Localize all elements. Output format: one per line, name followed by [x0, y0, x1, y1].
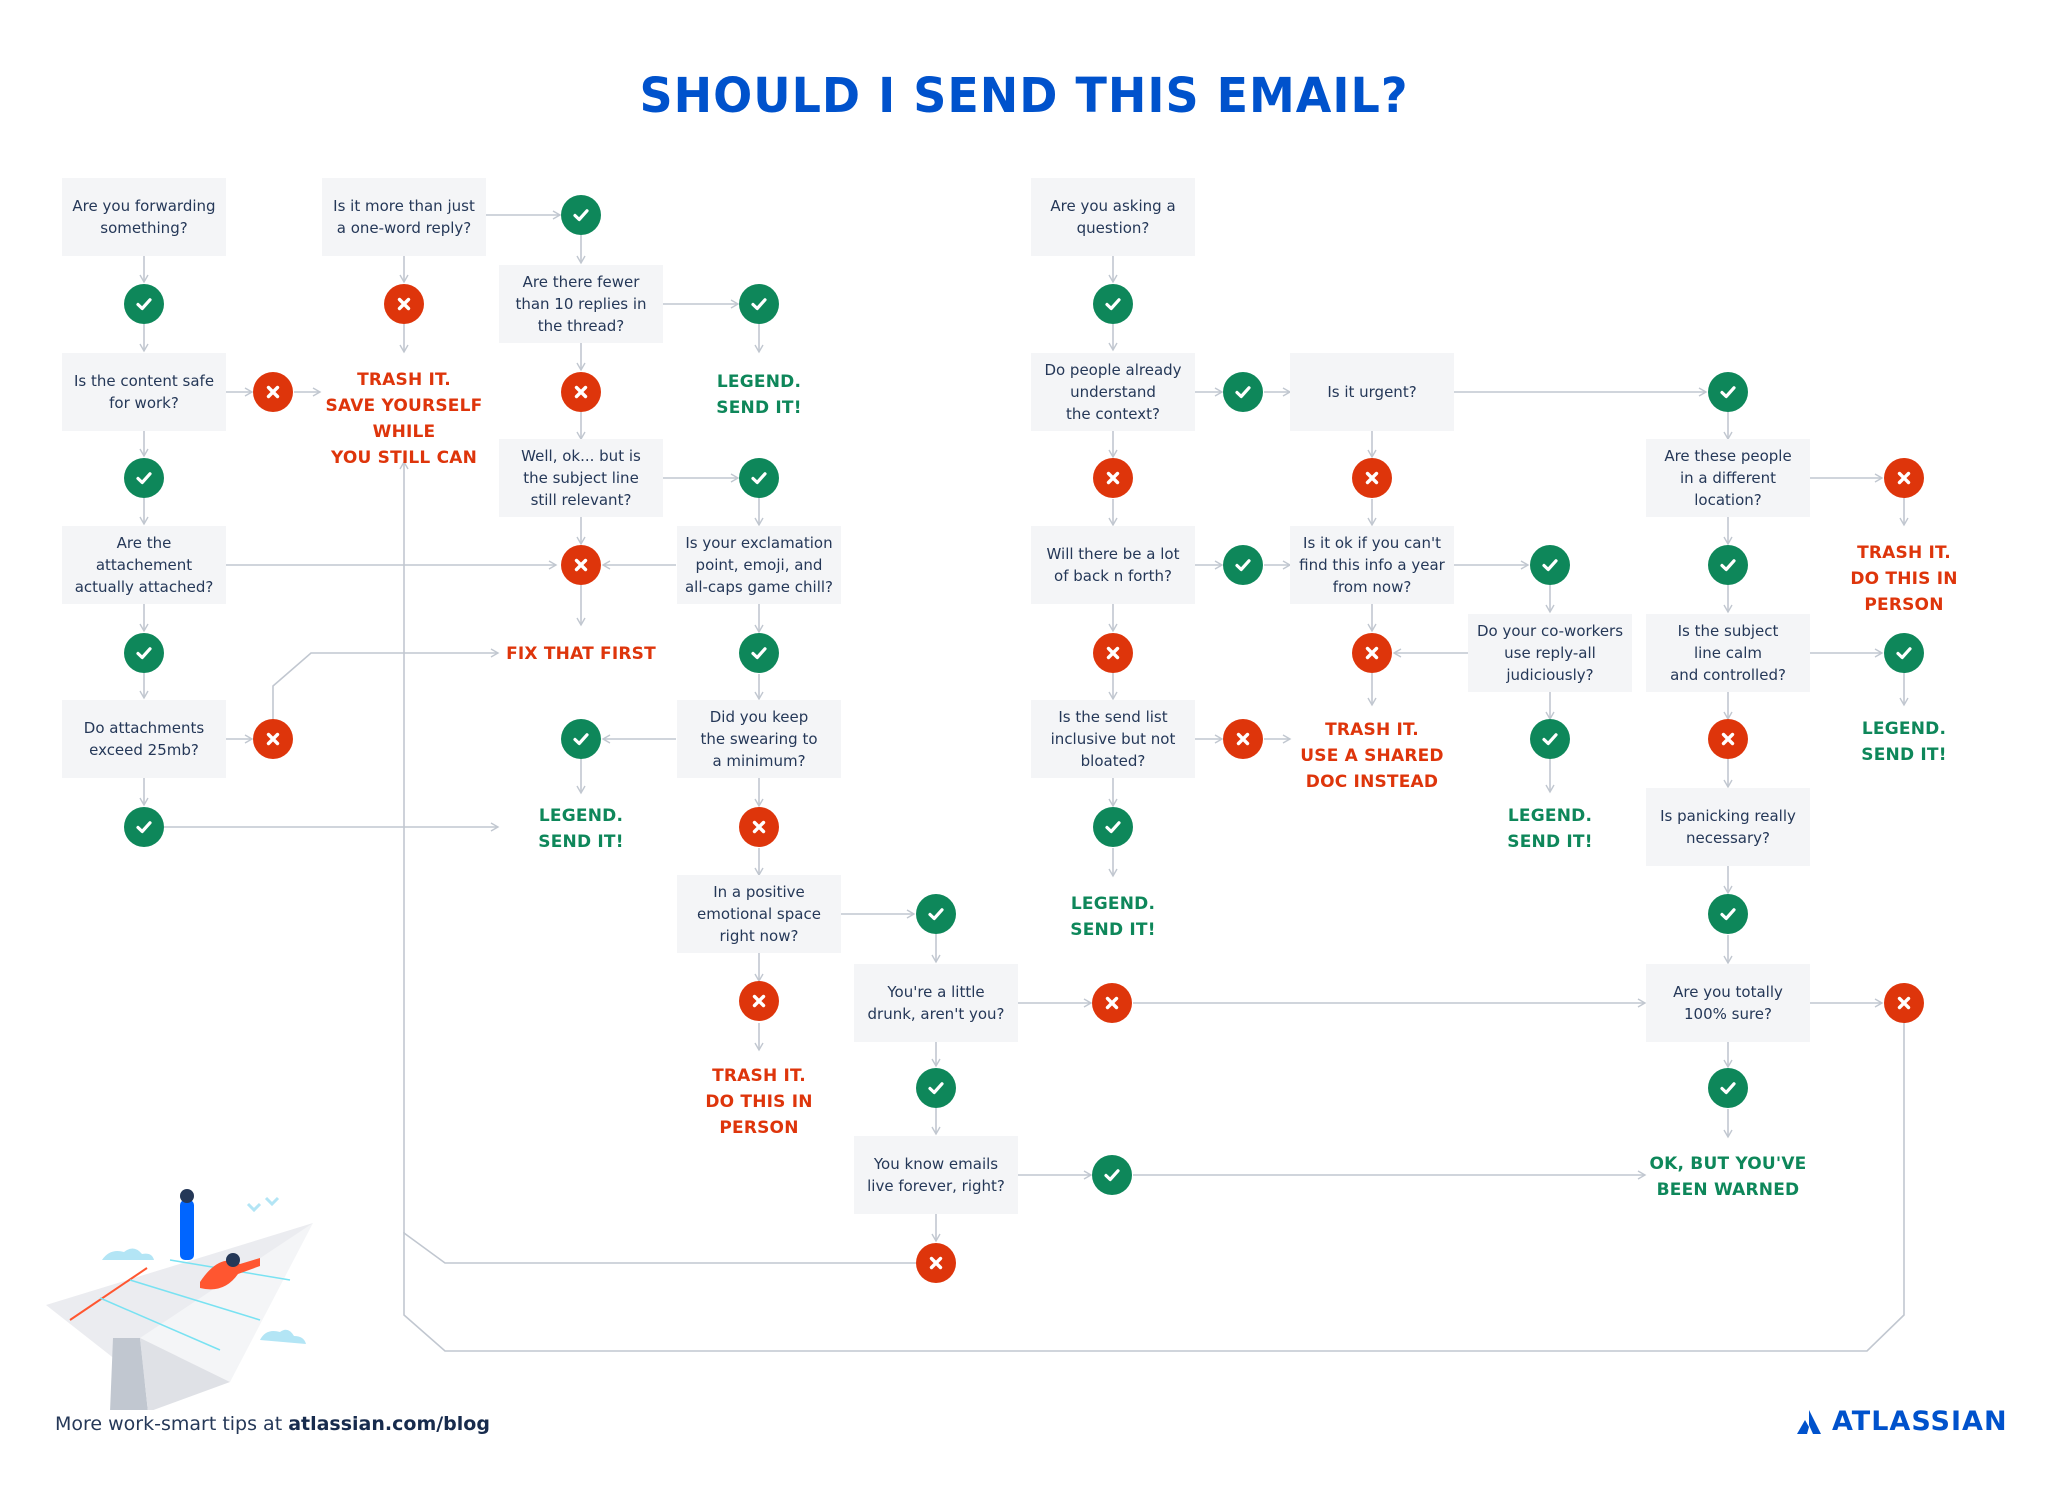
check-icon — [1708, 372, 1748, 412]
outcome-legend-send-it: LEGEND. SEND IT! — [1070, 894, 1156, 940]
atlassian-logo: ATLASSIAN — [1796, 1406, 2008, 1437]
check-icon — [739, 284, 779, 324]
question-safe-for-work: Is the content safe for work? — [62, 353, 226, 431]
x-icon — [253, 719, 293, 759]
question-attachments-25mb: Do attachments exceed 25mb? — [62, 700, 226, 778]
footer-tip: More work-smart tips at atlassian.com/bl… — [55, 1413, 490, 1435]
question-subject-relevant: Well, ok... but is the subject line stil… — [499, 439, 663, 517]
check-icon — [1708, 894, 1748, 934]
check-icon — [1884, 633, 1924, 673]
paper-plane-illustration — [46, 1189, 313, 1410]
check-icon — [1223, 545, 1263, 585]
atlassian-mark-icon — [1797, 1409, 1821, 1434]
logo-text: ATLASSIAN — [1832, 1406, 2008, 1437]
question-positive-space: In a positive emotional space right now? — [677, 875, 841, 953]
question-different-location: Are these people in a different location… — [1646, 439, 1810, 517]
x-icon — [561, 545, 601, 585]
outcome-legend-send-it: LEGEND. SEND IT! — [1507, 806, 1593, 852]
check-icon — [561, 719, 601, 759]
x-icon — [1352, 458, 1392, 498]
question-back-n-forth: Will there be a lot of back n forth? — [1031, 526, 1195, 604]
check-icon — [1530, 545, 1570, 585]
question-subject-calm: Is the subject line calm and controlled? — [1646, 614, 1810, 692]
check-icon — [124, 284, 164, 324]
check-icon — [739, 458, 779, 498]
outcome-legend-send-it: LEGEND. SEND IT! — [538, 806, 624, 852]
check-icon — [124, 633, 164, 673]
question-exclamation-chill: Is your exclamation point, emoji, and al… — [677, 526, 841, 604]
x-icon — [739, 981, 779, 1021]
check-icon — [1708, 545, 1748, 585]
check-icon — [916, 894, 956, 934]
x-icon — [1708, 719, 1748, 759]
x-icon — [739, 807, 779, 847]
page-title: SHOULD I SEND THIS EMAIL? — [639, 66, 1409, 124]
footer-link[interactable]: atlassian.com/blog — [288, 1413, 490, 1435]
outcome-trash-do-in-person: TRASH IT. DO THIS IN PERSON — [705, 1066, 813, 1138]
x-icon — [1884, 458, 1924, 498]
check-icon — [124, 807, 164, 847]
x-icon — [561, 372, 601, 412]
check-icon — [1708, 1068, 1748, 1108]
question-swearing-minimum: Did you keep the swearing to a minimum? — [677, 700, 841, 778]
question-reply-all: Do your co-workers use reply-all judicio… — [1468, 614, 1632, 692]
question-send-list: Is the send list inclusive but not bloat… — [1031, 700, 1195, 778]
check-icon — [1093, 284, 1133, 324]
x-icon — [1352, 633, 1392, 673]
x-icon — [1884, 983, 1924, 1023]
question-forwarding: Are you forwarding something? — [62, 178, 226, 256]
outcome-trash-do-in-person: TRASH IT. DO THIS IN PERSON — [1850, 543, 1958, 615]
outcome-fix-that-first: FIX THAT FIRST — [506, 644, 656, 664]
check-icon — [1092, 1155, 1132, 1195]
outcome-been-warned: OK, BUT YOU'VE BEEN WARNED — [1649, 1154, 1807, 1200]
x-icon — [1223, 719, 1263, 759]
question-fewer-than-10-replies: Are there fewer than 10 replies in the t… — [499, 265, 663, 343]
question-little-drunk: You're a little drunk, aren't you? — [854, 964, 1018, 1042]
question-asking-question: Are you asking a question? — [1031, 178, 1195, 256]
question-totally-sure: Are you totally 100% sure? — [1646, 964, 1810, 1042]
outcome-legend-send-it: LEGEND. SEND IT! — [1861, 719, 1947, 765]
question-panicking: Is panicking really necessary? — [1646, 788, 1810, 866]
question-emails-live-forever: You know emails live forever, right? — [854, 1136, 1018, 1214]
x-icon — [1093, 458, 1133, 498]
x-icon — [384, 284, 424, 324]
question-attachment-attached: Are the attachement actually attached? — [62, 526, 226, 604]
question-understand-context: Do people already understand the context… — [1031, 353, 1195, 431]
check-icon — [739, 633, 779, 673]
check-icon — [561, 195, 601, 235]
question-urgent: Is it urgent? — [1290, 353, 1454, 431]
check-icon — [1223, 372, 1263, 412]
footer-prefix: More work-smart tips at — [55, 1413, 289, 1435]
check-icon — [1530, 719, 1570, 759]
check-icon — [916, 1068, 956, 1108]
outcome-trash-shared-doc: TRASH IT. USE A SHARED DOC INSTEAD — [1300, 720, 1444, 792]
x-icon — [916, 1243, 956, 1283]
check-icon — [1093, 807, 1133, 847]
question-one-word-reply: Is it more than just a one-word reply? — [322, 178, 486, 256]
outcome-legend-send-it: LEGEND. SEND IT! — [716, 372, 802, 418]
check-icon — [124, 458, 164, 498]
question-find-info-year: Is it ok if you can't find this info a y… — [1290, 526, 1454, 604]
x-icon — [253, 372, 293, 412]
x-icon — [1093, 633, 1133, 673]
outcome-trash-save-yourself: TRASH IT. SAVE YOURSELF WHILE YOU STILL … — [325, 370, 483, 468]
x-icon — [1092, 983, 1132, 1023]
